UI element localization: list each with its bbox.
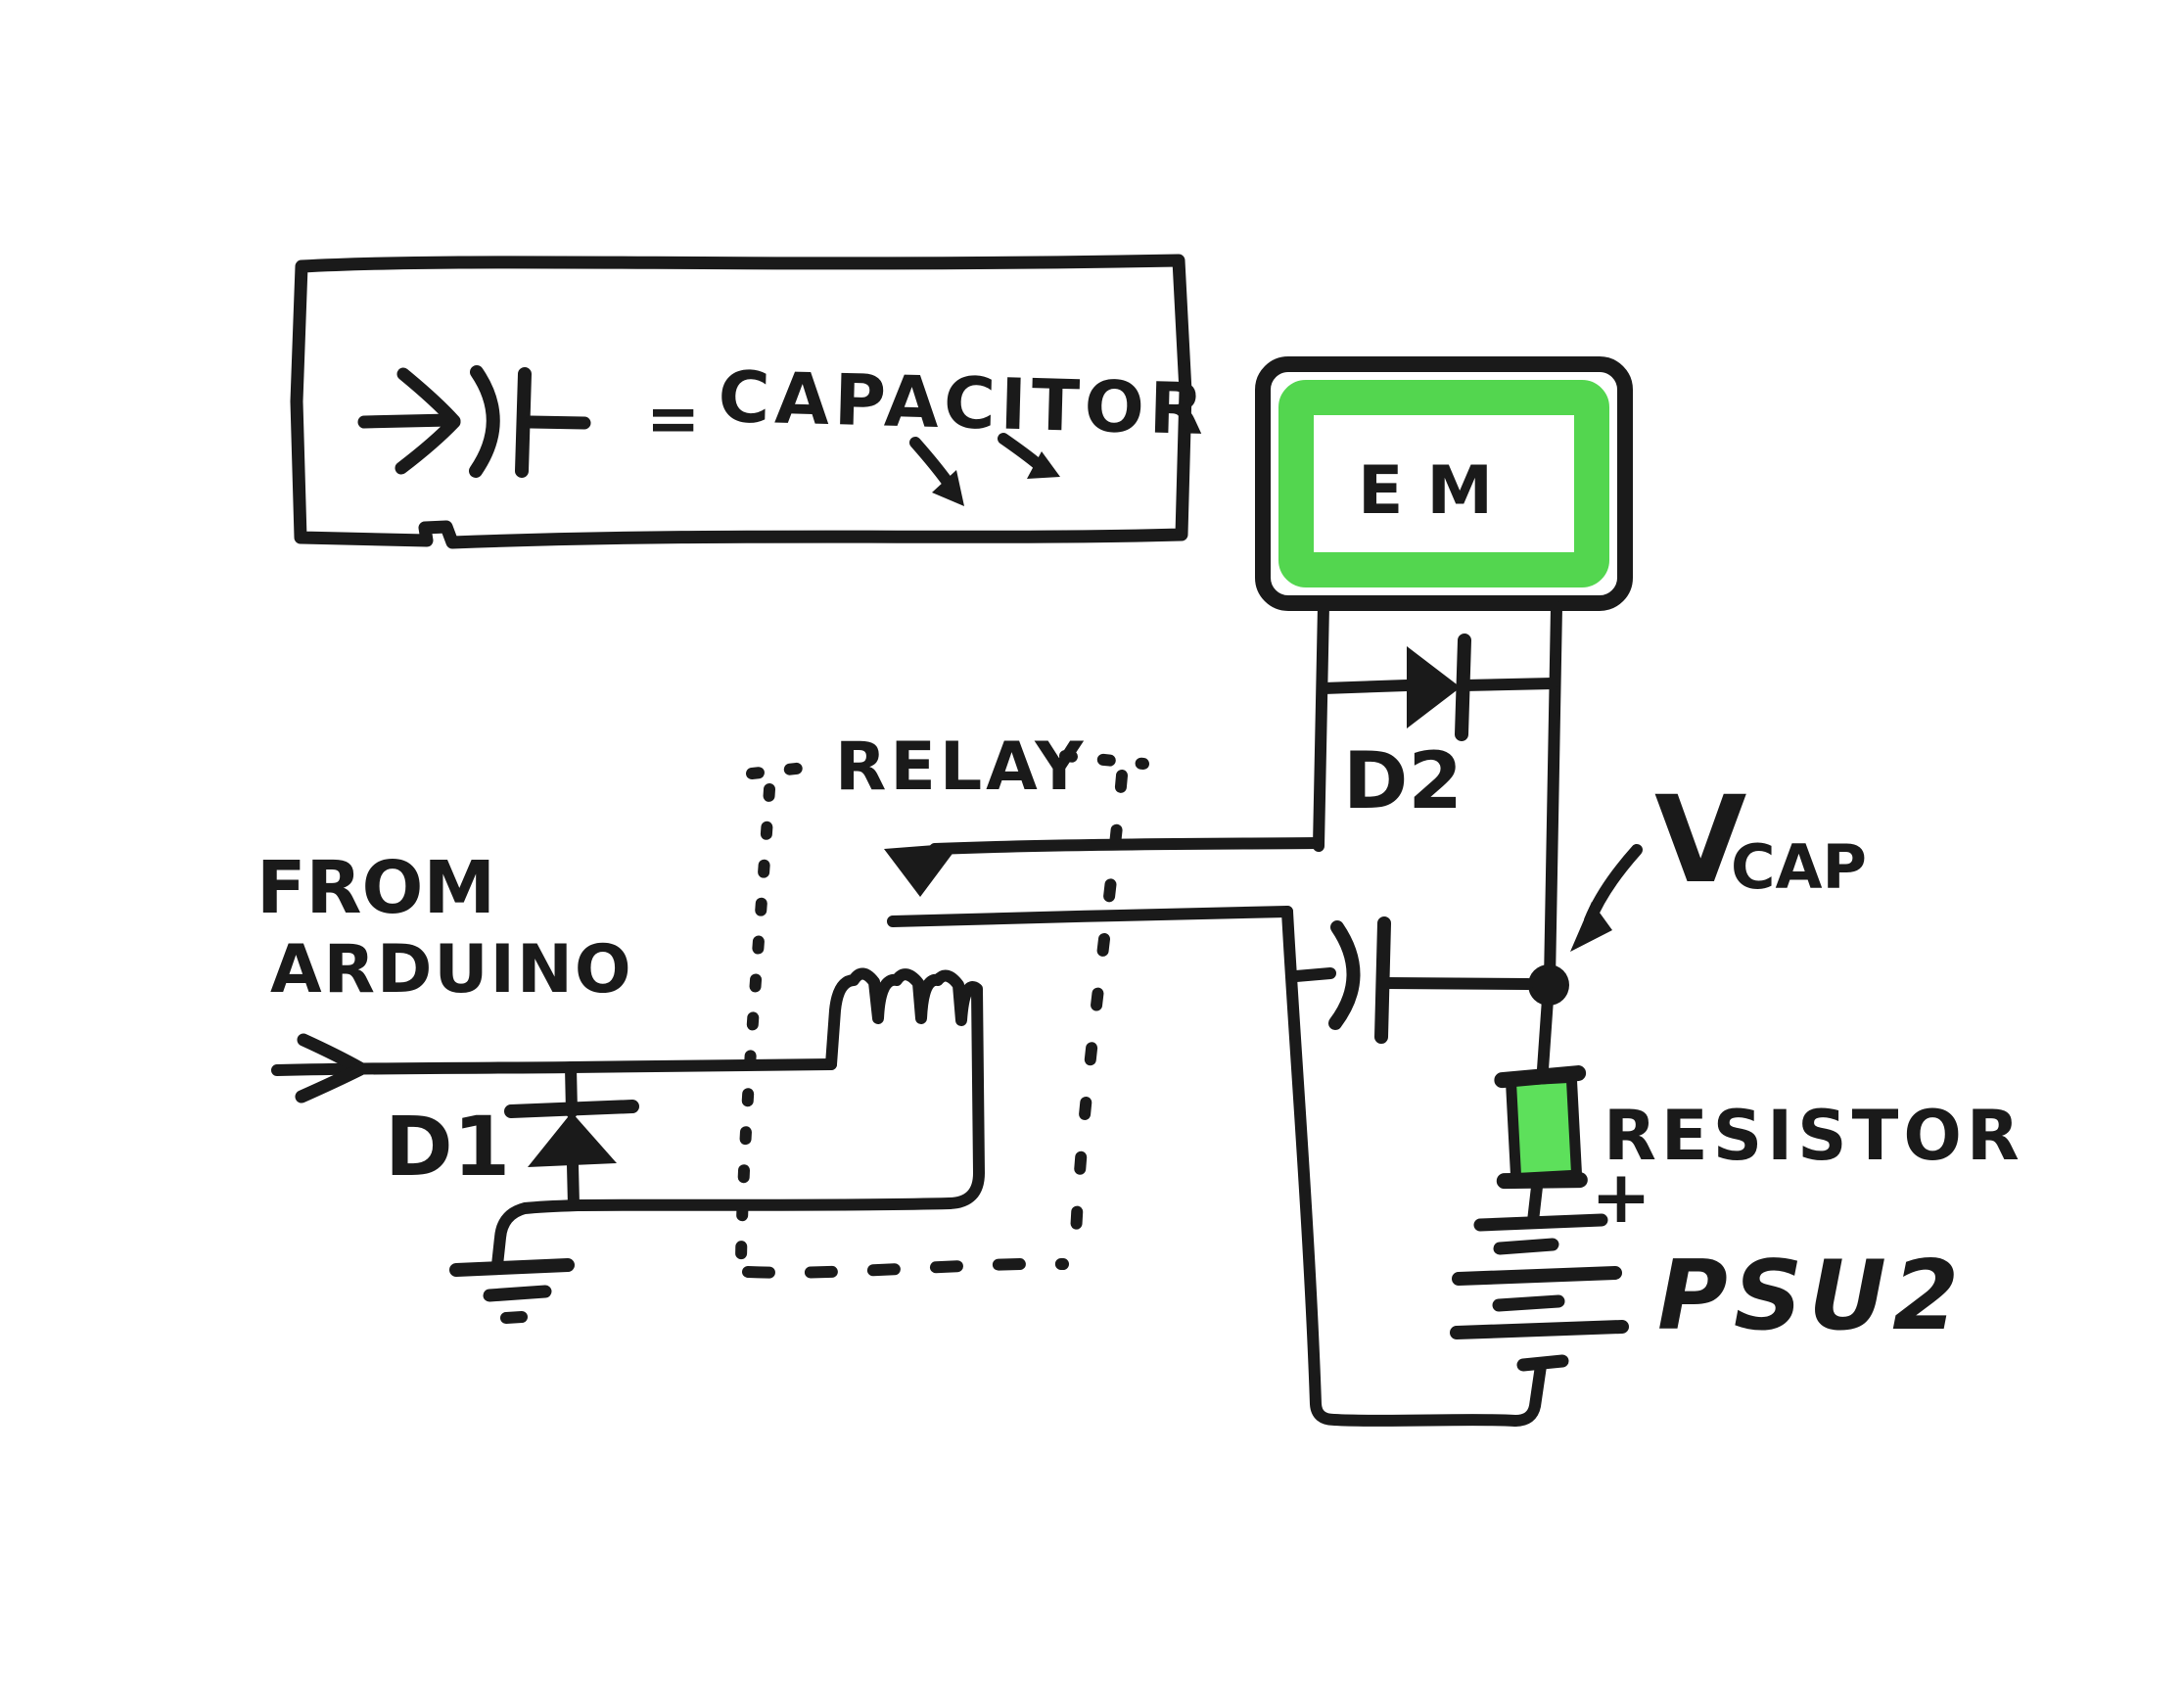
ground-bar-1 xyxy=(449,1258,575,1277)
capacitor-left-stub xyxy=(1290,967,1336,982)
ground-bar-2 xyxy=(483,1285,552,1302)
vcap-label: V xyxy=(1654,771,1746,910)
d2-diode: D2 xyxy=(1318,634,1558,826)
legend-box-border xyxy=(290,254,1192,549)
relay-switch xyxy=(884,837,1324,927)
vcap-annotation: V CAP xyxy=(1570,771,1867,952)
ground-bar-3 xyxy=(500,1311,528,1324)
capacitor-right-lead xyxy=(1379,977,1534,990)
switch-lower-contact-wire xyxy=(887,906,1293,927)
plus-sign: + xyxy=(1591,1155,1651,1240)
d1-diode: D1 xyxy=(385,1061,639,1211)
small-arrow-1-head xyxy=(932,470,964,506)
legend-capacitor-label: CAPACITOR xyxy=(718,355,1210,450)
capacitor-straight-plate xyxy=(515,367,532,478)
relay-box-left-edge xyxy=(735,783,775,1265)
relay-box-top-left-dashes xyxy=(746,760,828,779)
vcap-arrow-head xyxy=(1570,902,1612,952)
resistor-bottom-cap xyxy=(1496,1172,1588,1190)
capacitor-curved-plate xyxy=(1328,920,1361,1030)
capacitor-symbol-legend xyxy=(357,365,591,478)
d1-cathode-bar xyxy=(504,1100,639,1118)
battery-plate-long-2 xyxy=(1452,1266,1622,1286)
em-box-outer-border xyxy=(1255,356,1633,611)
relay-box-top-right-dashes xyxy=(1059,750,1149,770)
d2-lead-right xyxy=(1459,678,1558,691)
d2-triangle xyxy=(1407,646,1461,728)
switch-arm-wire xyxy=(929,837,1324,855)
wire-dot-to-resistor xyxy=(1537,979,1555,1075)
from-label: FROM xyxy=(256,846,495,930)
coil-winding xyxy=(825,967,985,1209)
battery-symbol-psu2 xyxy=(1450,1213,1629,1427)
d2-label: D2 xyxy=(1343,735,1463,826)
capacitor-lead-right xyxy=(524,415,591,430)
resistor-symbol xyxy=(1494,1065,1588,1190)
vcap-subscript: CAP xyxy=(1731,831,1867,903)
battery-plate-long-1 xyxy=(1473,1213,1608,1232)
relay-box-bottom-edge xyxy=(742,1257,1069,1279)
arduino-input: FROM ARDUINO xyxy=(256,846,837,1103)
small-arrow-2-head xyxy=(1027,451,1060,479)
d1-label: D1 xyxy=(385,1099,510,1195)
em-box-green-highlight xyxy=(1278,380,1609,587)
wire-em-left xyxy=(1313,599,1329,852)
arduino-label: ARDUINO xyxy=(270,931,633,1009)
relay-box: RELAY xyxy=(735,728,1149,1279)
relay-label: RELAY xyxy=(835,728,1088,806)
resistor-label: RESISTOR xyxy=(1603,1096,2024,1176)
switch-arm-contact-triangle xyxy=(884,843,960,897)
input-arrow-chevron-bottom xyxy=(295,1062,367,1103)
d1-bottom-stub xyxy=(567,1159,580,1211)
wire-contact-to-bottom xyxy=(1281,906,1521,1427)
legend-box: = CAPACITOR xyxy=(290,254,1210,549)
arrow-chevron-2 xyxy=(395,415,461,475)
em-label: EM xyxy=(1358,452,1516,530)
wire-resistor-to-battery xyxy=(1527,1181,1543,1227)
legend-pointer-arrows xyxy=(909,433,1060,506)
capacitor-symbol-circuit xyxy=(1290,916,1534,1044)
battery-plate-short-2 xyxy=(1492,1294,1565,1312)
wire-em-right xyxy=(1544,601,1562,987)
em-box: EM xyxy=(1255,356,1633,611)
d2-lead-left xyxy=(1318,680,1413,694)
resistor-body xyxy=(1505,1071,1583,1185)
wire-coil-return xyxy=(491,1197,955,1271)
small-arrow-2 xyxy=(998,433,1044,470)
arrow-chevron xyxy=(396,367,461,428)
ground-symbol xyxy=(449,1258,575,1324)
battery-plate-long-3 xyxy=(1450,1320,1629,1339)
resistor-top-cap xyxy=(1494,1065,1587,1089)
battery-plate-short-1 xyxy=(1493,1238,1559,1255)
capacitor-curved-plate xyxy=(469,365,500,478)
relay-coil xyxy=(825,967,985,1209)
capacitor-lead-left xyxy=(357,413,457,429)
d1-triangle xyxy=(528,1112,617,1167)
equals-sign: = xyxy=(646,381,700,456)
battery-bottom-lead xyxy=(1510,1360,1547,1427)
psu2-label: PSU2 xyxy=(1657,1241,1965,1352)
